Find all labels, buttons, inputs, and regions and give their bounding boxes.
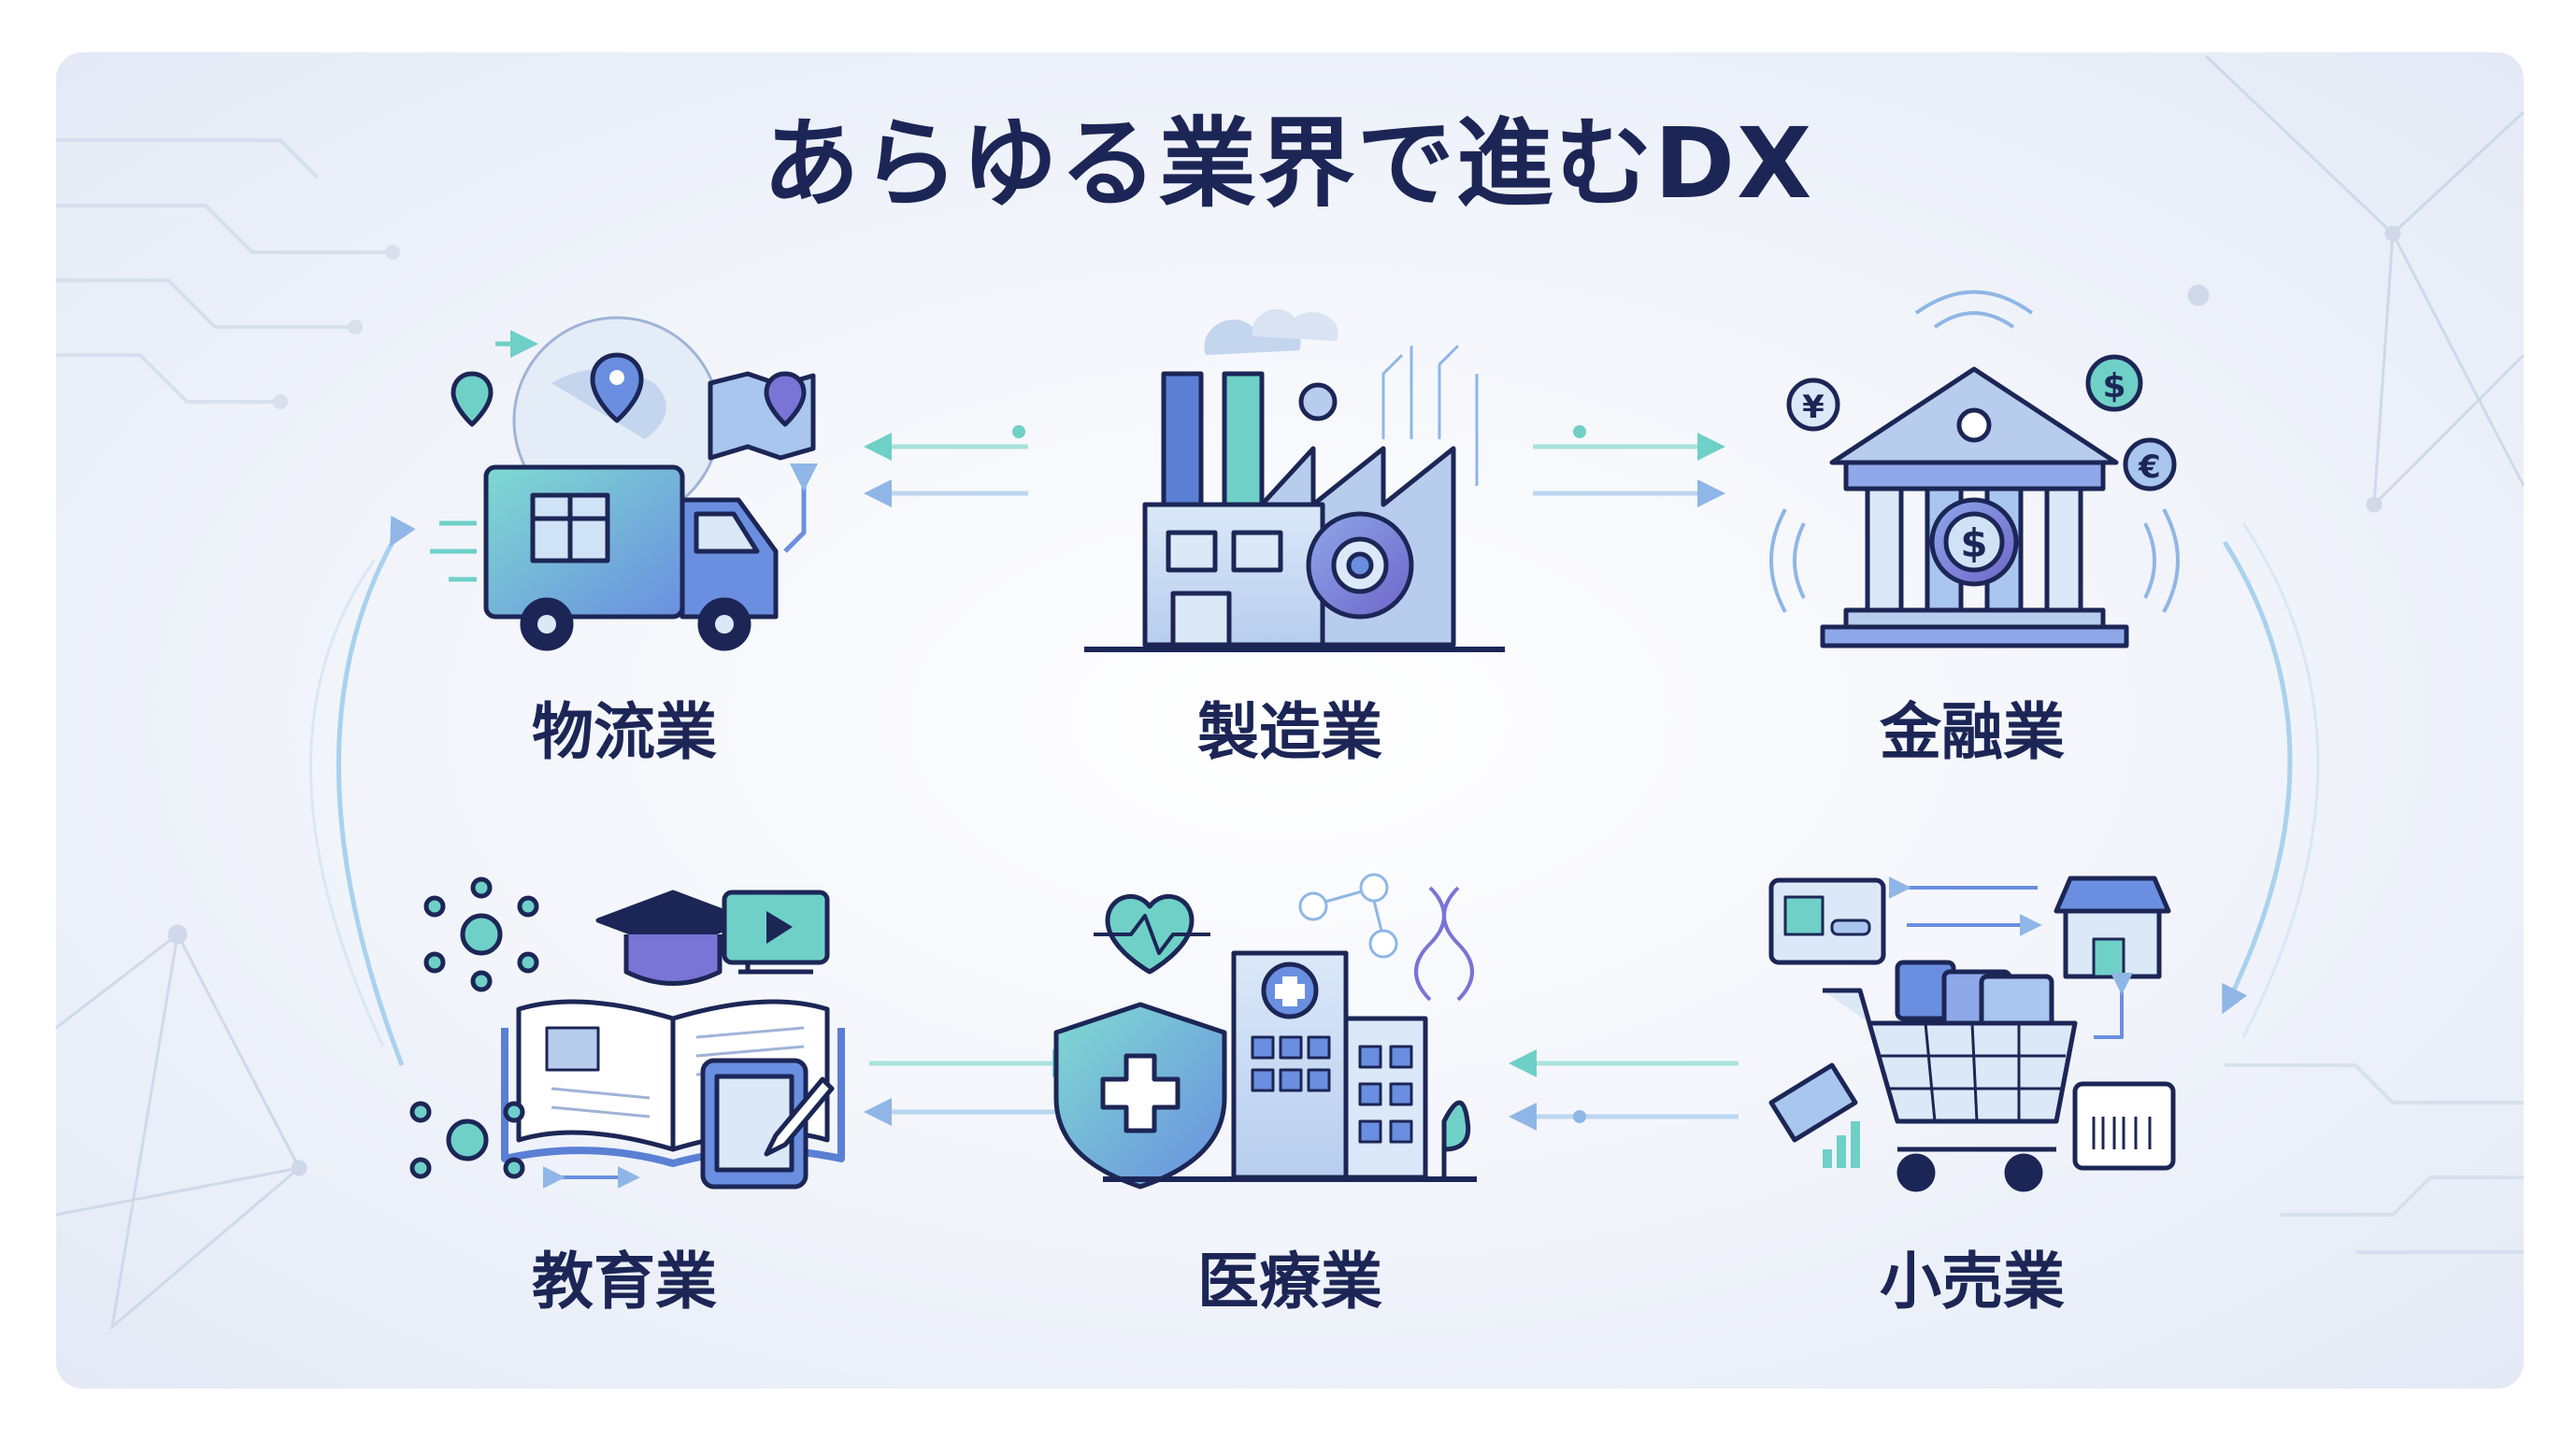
label-finance: 金融業	[1880, 696, 2065, 768]
cycle-arc-left	[336, 515, 416, 1066]
label-manufacturing: 製造業	[1197, 696, 1382, 768]
network-decoration-right	[2187, 54, 2526, 513]
delivery-truck-icon	[430, 316, 818, 651]
cycle-arc-right-outer	[2241, 522, 2320, 1038]
svg-text:€: €	[2138, 449, 2161, 486]
shopping-cart-icon	[1768, 876, 2176, 1192]
factory-icon	[1084, 308, 1505, 652]
hospital-shield-icon	[1053, 873, 1477, 1190]
cycle-arc-right	[2222, 540, 2293, 1015]
label-medical: 医療業	[1197, 1246, 1382, 1318]
connector-logistics-manufacturing	[864, 425, 1028, 507]
svg-text:$: $	[1960, 520, 1987, 566]
cycle-arc-left-outer	[309, 560, 385, 1047]
network-decoration-left	[55, 924, 308, 1331]
svg-text:¥: ¥	[1802, 389, 1825, 426]
bank-icon: $ ¥ $ €	[1769, 290, 2180, 648]
page-title: あらゆる業界で進むDX	[762, 107, 1814, 221]
label-logistics: 物流業	[532, 696, 717, 768]
svg-text:$: $	[2102, 367, 2125, 406]
circuit-decoration-left	[56, 138, 400, 409]
label-retail: 小売業	[1880, 1246, 2065, 1318]
connector-manufacturing-finance	[1533, 425, 1725, 507]
connector-medical-retail	[1509, 1049, 1739, 1131]
connector-education-medical	[864, 1049, 1080, 1126]
education-book-icon	[409, 876, 845, 1190]
label-education: 教育業	[532, 1246, 717, 1318]
circuit-decoration-right	[2225, 1063, 2524, 1254]
